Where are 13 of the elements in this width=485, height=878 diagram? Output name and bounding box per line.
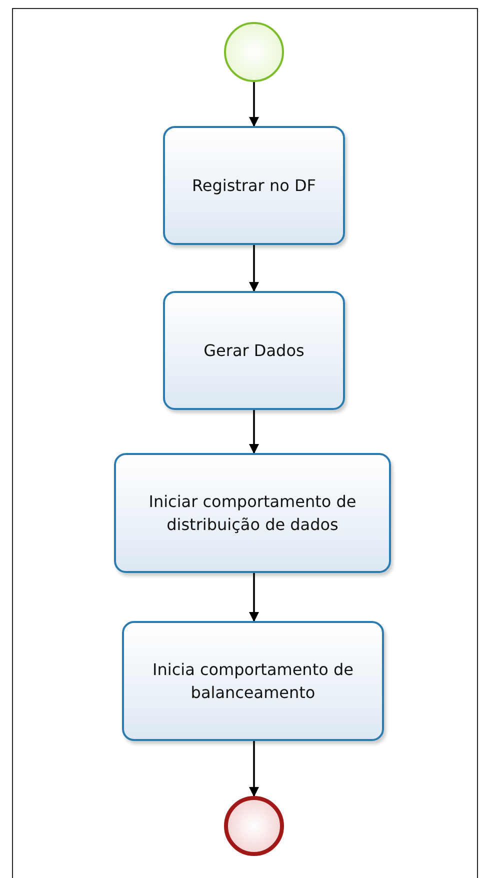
arrow — [249, 410, 259, 454]
task-box — [114, 453, 391, 573]
task-box — [122, 621, 384, 741]
arrow — [249, 245, 259, 292]
arrow — [249, 82, 259, 127]
task-label: Iniciar comportamento de distribuição de dados — [148, 491, 358, 536]
task-box — [163, 126, 345, 245]
task-label: Gerar Dados — [204, 340, 304, 362]
task-label: Inicia comportamento de balanceamento — [152, 659, 354, 704]
arrow — [249, 741, 259, 797]
arrow — [249, 573, 259, 622]
task-box — [163, 291, 345, 410]
task-label: Registrar no DF — [192, 175, 316, 197]
